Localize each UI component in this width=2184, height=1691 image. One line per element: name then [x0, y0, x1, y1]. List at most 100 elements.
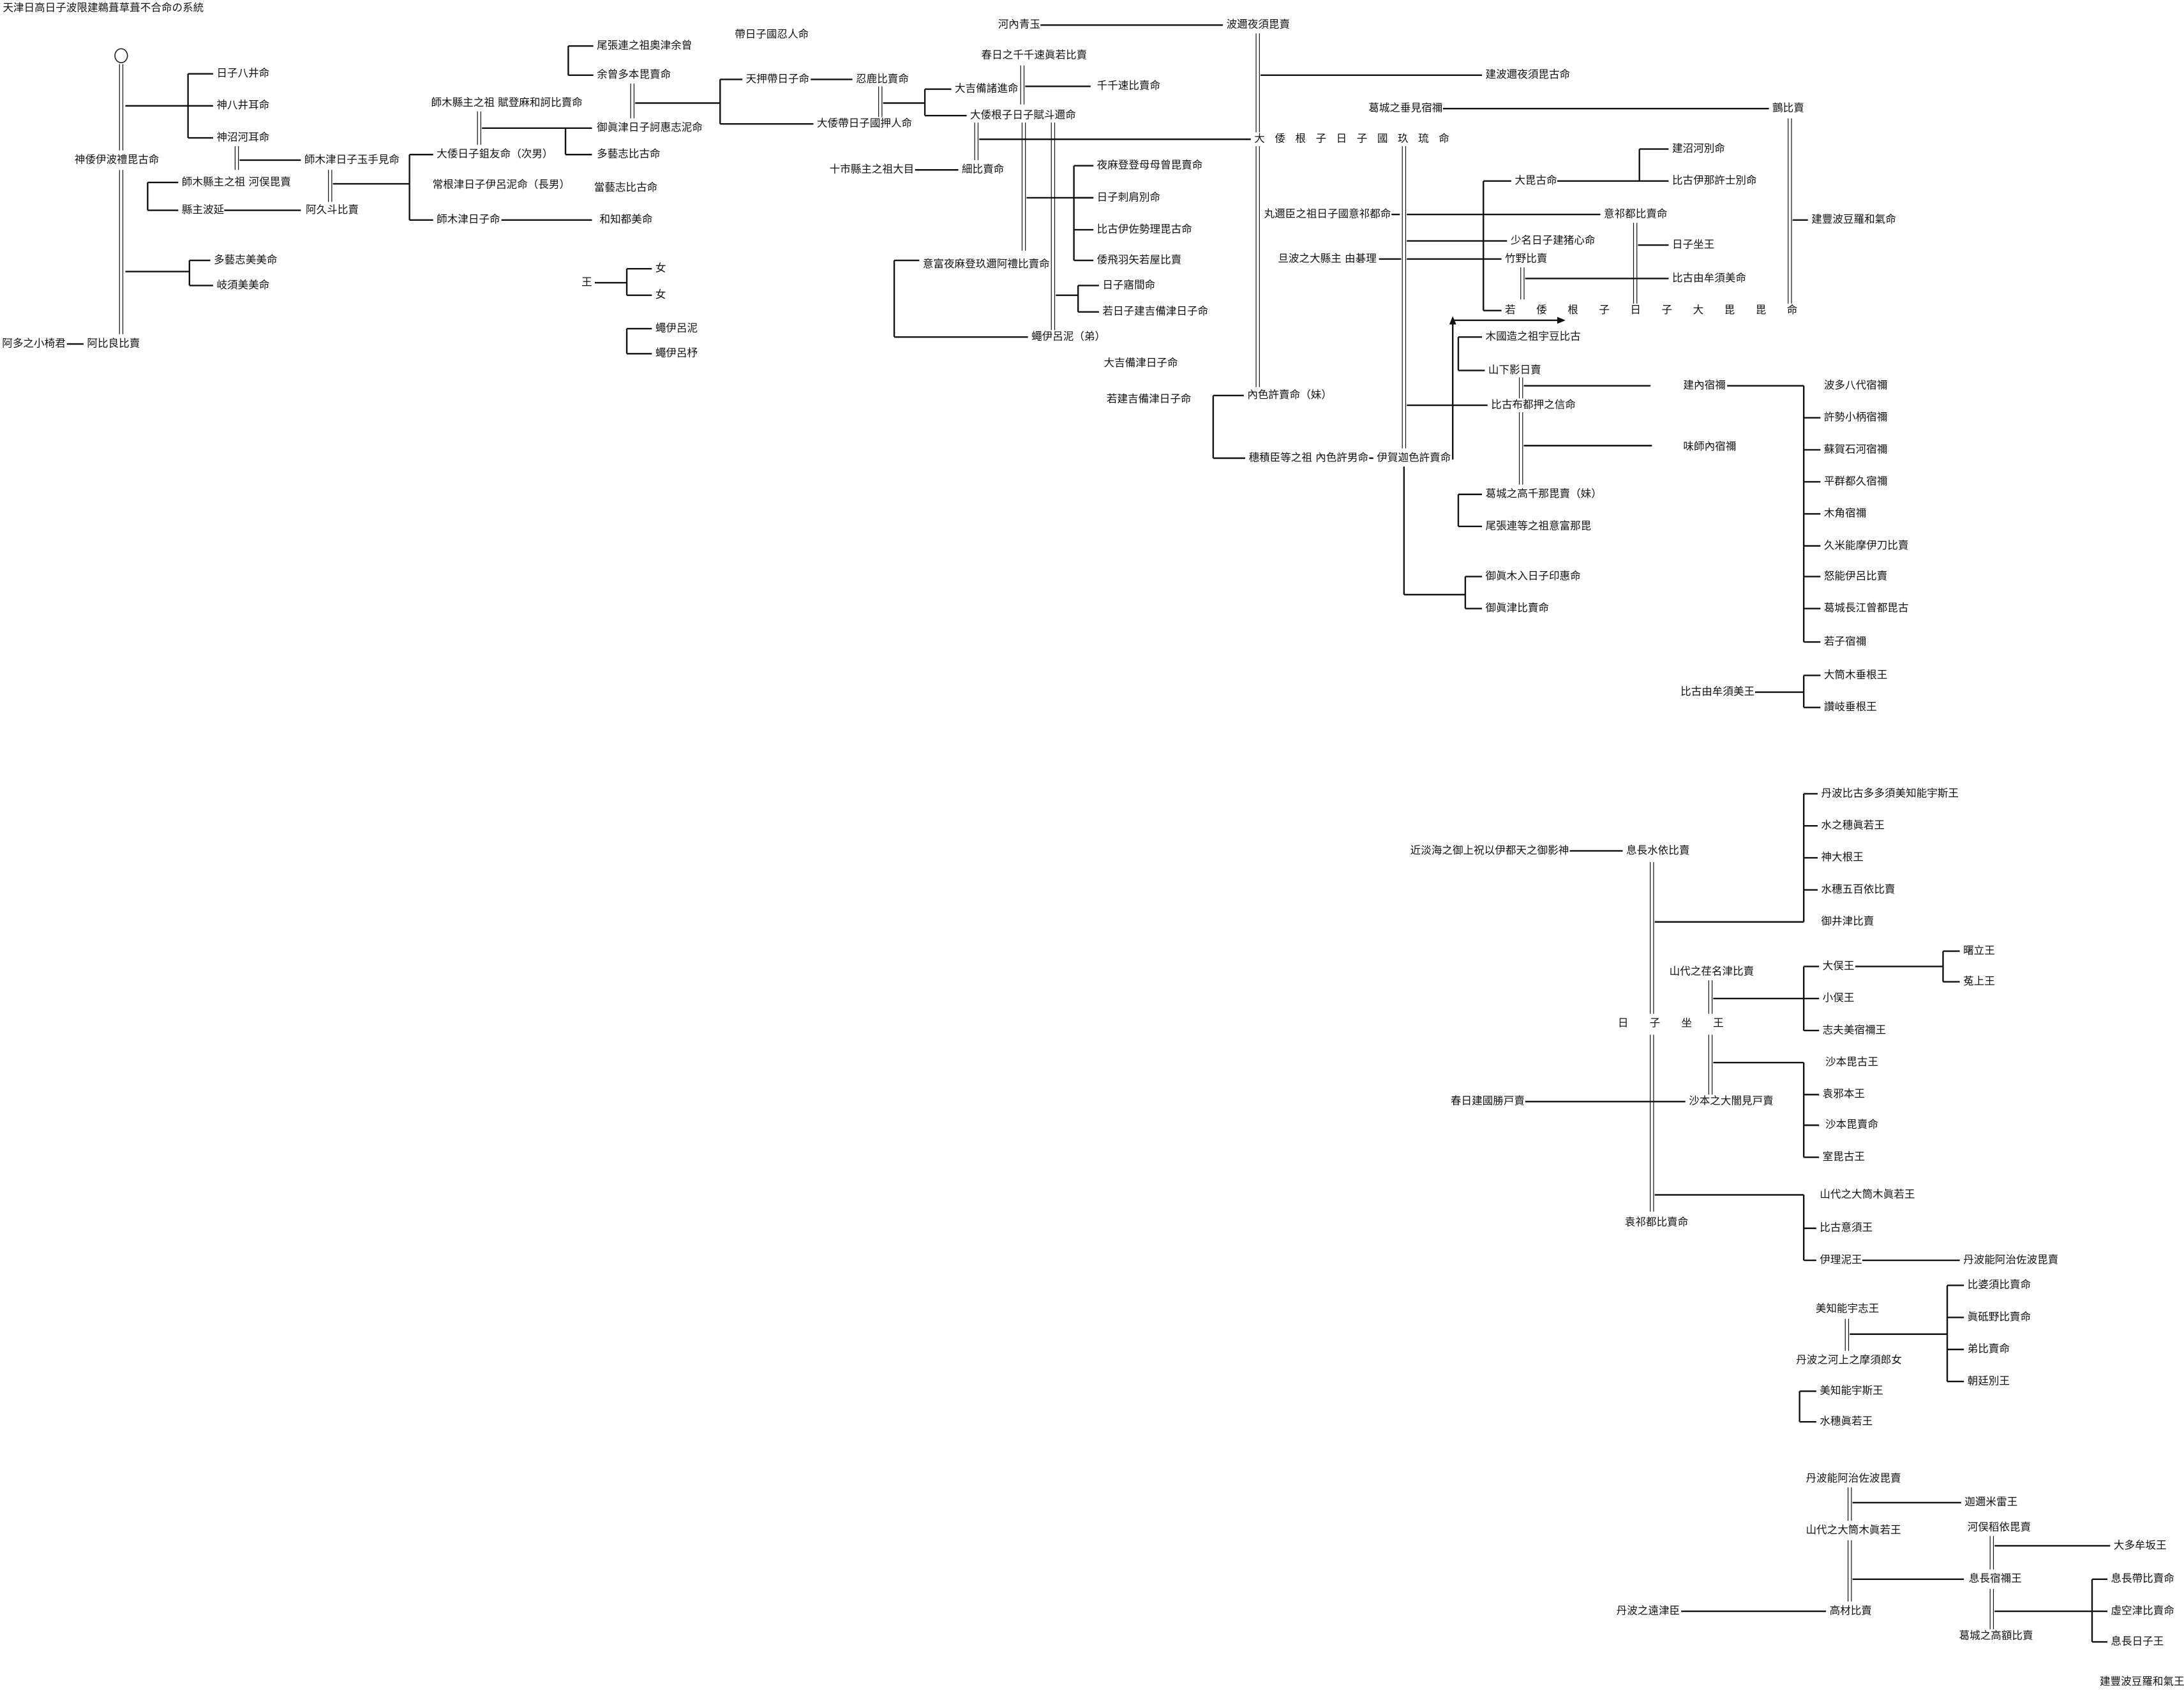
person-name: 丹波之河上之摩須郎女	[1795, 1353, 1903, 1368]
person-name: 建內宿禰	[1682, 378, 1726, 393]
person-name: 波邇夜須毘賣	[1225, 18, 1291, 33]
person-name: 息長日子王	[2110, 1635, 2165, 1649]
person-name: 怒能伊呂比賣	[1823, 569, 1889, 584]
person-name: 意祁都比賣命	[1603, 207, 1668, 222]
person-name: 眞砥野比賣命	[1966, 1310, 2032, 1325]
person-name: 鸇比賣	[1772, 101, 1805, 116]
person-name: 大多牟坂王	[2113, 1538, 2167, 1553]
person-name: 比古意須王	[1819, 1221, 1874, 1235]
person-name: 師木津日子命	[436, 212, 501, 227]
person-name: 美知能宇志王	[1814, 1302, 1880, 1316]
person-name: 大吉備諸進命	[954, 82, 1019, 96]
person-name: 細比賣命	[961, 163, 1005, 177]
person-name: 內色許賣命（妹）	[1246, 388, 1333, 403]
person-name: 大倭根子日子賦斗邇命	[969, 108, 1077, 123]
person-name: 神倭伊波禮毘古命	[73, 153, 160, 167]
person-name: 蠅伊呂泥	[654, 322, 699, 336]
person-name: 高材比賣	[1829, 1604, 1873, 1618]
person-name: 縣主波延	[181, 203, 225, 218]
person-name: 許勢小柄宿禰	[1823, 410, 1889, 425]
person-name: 師木縣主之祖 河俣毘賣	[181, 175, 292, 190]
person-name: 大俣王	[1821, 959, 1855, 974]
person-name: 弟比賣命	[1966, 1342, 2011, 1357]
person-name: 息長帶比賣命	[2110, 1572, 2175, 1586]
person-name: 息長水依比賣	[1625, 844, 1691, 858]
person-name: 神八井耳命	[216, 98, 271, 113]
diagram-title: 天津日高日子波限建鵜葺草葺不合命の系統	[3, 1, 204, 14]
person-name: 日子刺肩別命	[1096, 190, 1162, 205]
person-name: 王	[581, 276, 593, 290]
arrowhead-icon	[1557, 317, 1566, 324]
person-name: 和知都美命	[599, 212, 654, 227]
person-name: 室毘古王	[1821, 1150, 1866, 1165]
person-name: 多藝志美美命	[213, 253, 278, 268]
person-name: 木角宿禰	[1823, 507, 1867, 521]
person-name: 山下影日賣	[1487, 363, 1542, 378]
person-name: 水之穗眞若王	[1820, 819, 1886, 833]
person-name: 沙本毘古王	[1824, 1055, 1879, 1070]
person-name: 建波邇夜須毘古命	[1485, 68, 1571, 82]
person-name: 久米能摩伊刀比賣	[1823, 539, 1910, 553]
person-name: 味師內宿禰	[1682, 440, 1737, 454]
person-name: 沙本之大闇見戸賣	[1688, 1094, 1774, 1109]
person-name: 大倭根子日子國玖琉命	[1254, 132, 1449, 145]
person-name: 尾張連等之祖意富那毘	[1485, 519, 1592, 533]
person-name: 葛城之高額比賣	[1958, 1629, 2034, 1644]
person-name: 師木津日子玉手見命	[303, 153, 401, 167]
person-name: 若日子建吉備津日子命	[1102, 304, 1209, 319]
person-name: 阿久斗比賣	[304, 203, 359, 218]
unknown-ancestor-circle-icon	[114, 48, 128, 63]
person-name: 比古伊佐勢理毘古命	[1096, 223, 1193, 237]
person-name: 日子寤間命	[1102, 278, 1156, 293]
person-name: 千千速比賣命	[1096, 79, 1162, 94]
person-name: 丹波能阿治佐波毘賣	[1805, 1471, 1902, 1486]
person-name: 建沼河別命	[1671, 142, 1726, 156]
person-name: 蘇賀石河宿禰	[1823, 443, 1889, 457]
person-name: 比古由牟須美王	[1679, 685, 1756, 699]
person-name: 河內青玉	[997, 18, 1042, 33]
person-name: 蠅伊呂泥（弟）	[1030, 330, 1107, 345]
person-name: 朝廷別王	[1966, 1374, 2011, 1389]
person-name: 意富夜麻登玖邇阿禮比賣命	[922, 257, 1051, 272]
person-name: 大倭帶日子國押人命	[816, 117, 913, 131]
person-name: 御眞木入日子印惠命	[1485, 569, 1582, 584]
person-name: 御眞津日子訶惠志泥命	[596, 121, 703, 135]
person-name: 平群都久宿禰	[1823, 475, 1889, 489]
person-name: 大倭日子鉏友命（次男）	[436, 147, 554, 162]
person-name: 比婆須比賣命	[1966, 1278, 2032, 1293]
person-name: 山代之荏名津比賣	[1668, 965, 1755, 980]
person-name: 木國造之祖宇豆比古	[1485, 330, 1582, 345]
person-name: 春日之千千速眞若比賣	[980, 48, 1088, 63]
person-name: 比古由牟須美命	[1671, 271, 1747, 286]
person-name: 師木縣主之祖 賦登麻和訶比賣命	[430, 96, 583, 110]
person-name: 天押帶日子命	[745, 72, 811, 87]
person-name: 女	[654, 288, 667, 302]
person-name: 虛空津比賣命	[2110, 1604, 2175, 1618]
person-name: 葛城之垂見宿禰	[1368, 101, 1444, 116]
person-name: 穗積臣等之祖 內色許男命	[1248, 451, 1370, 465]
person-name: 蠅伊呂杼	[654, 346, 699, 361]
person-name: 葛城長江曾都毘古	[1823, 601, 1910, 616]
person-name: 少名日子建猪心命	[1509, 234, 1596, 248]
person-name: 比古布都押之信命	[1490, 398, 1576, 412]
person-name: 建豐波豆羅和氣王	[2098, 1675, 2184, 1690]
person-name: 袁祁都比賣命	[1624, 1216, 1689, 1230]
person-name: 大毘古命	[1514, 174, 1558, 188]
person-name: 比古伊那許士別命	[1671, 174, 1758, 188]
person-name: 葛城之高千那毘賣（妹）	[1485, 487, 1603, 502]
person-name: 小俣王	[1821, 991, 1855, 1006]
person-name: 曙立王	[1963, 944, 1996, 958]
person-name: 丸邇臣之祖日子國意祁都命	[1263, 207, 1392, 222]
person-name: 常根津日子伊呂泥命（長男）	[431, 178, 571, 193]
person-name: 若子宿禰	[1823, 635, 1867, 649]
person-name: 十市縣主之祖大目	[828, 163, 915, 177]
person-name: 波多八代宿禰	[1823, 378, 1889, 393]
person-name: 山代之大筒木眞若王	[1805, 1523, 1902, 1538]
person-name: 息長宿禰王	[1968, 1572, 2023, 1586]
person-name: 袁邪本王	[1821, 1087, 1866, 1102]
person-name: 大筒木垂根王	[1823, 668, 1889, 683]
person-name: 阿比良比賣	[86, 337, 141, 351]
person-name: 日子坐王	[1617, 1017, 1724, 1029]
person-name: 迦邇米雷王	[1964, 1495, 2019, 1510]
person-name: 若建吉備津日子命	[1105, 392, 1192, 407]
